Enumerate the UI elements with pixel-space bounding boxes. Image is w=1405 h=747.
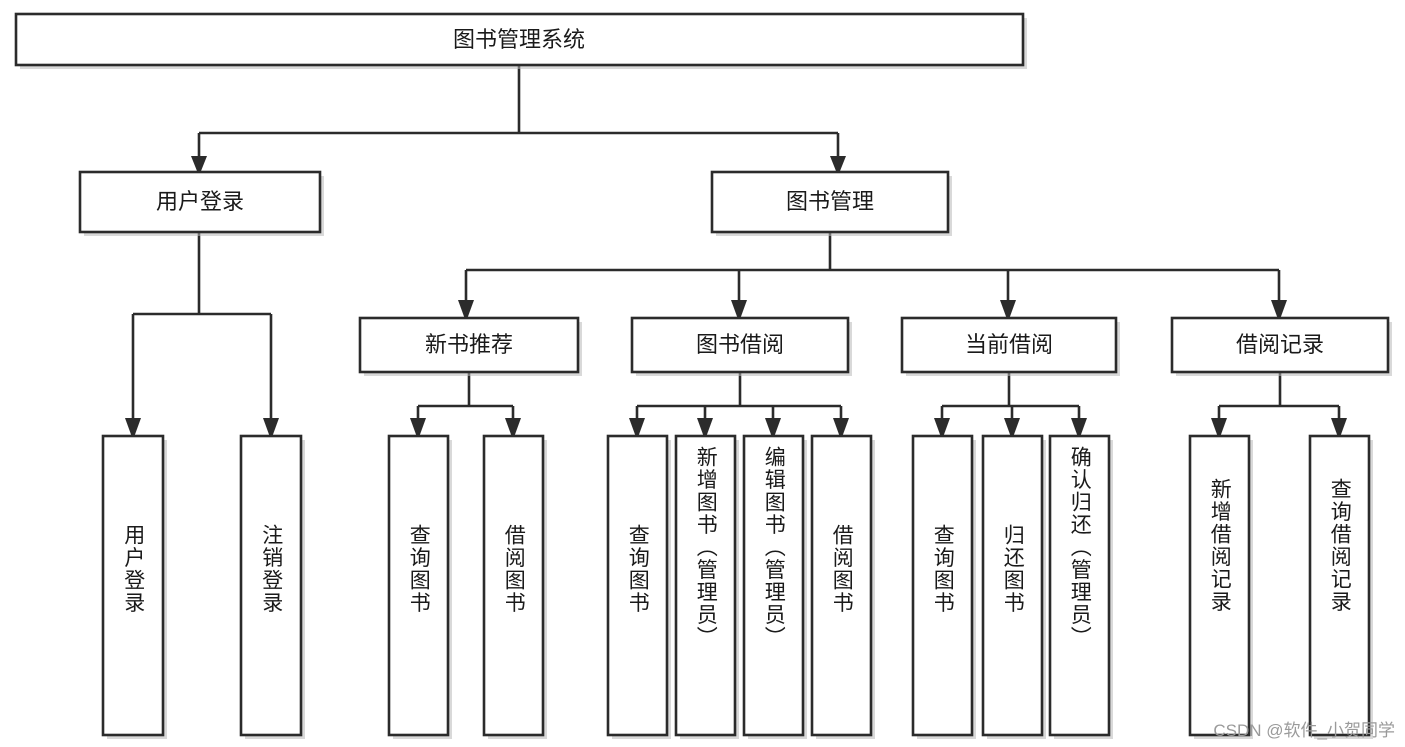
connector-newbooks-to-leaves bbox=[410, 372, 521, 440]
node-book-management[interactable]: 图书管理 bbox=[710, 170, 952, 236]
connector-root-to-level2 bbox=[191, 65, 846, 176]
node-root-label: 图书管理系统 bbox=[453, 27, 585, 52]
leaf-box bbox=[606, 434, 671, 739]
leaf-box bbox=[239, 434, 305, 739]
leaf-box bbox=[1188, 434, 1253, 739]
node-borrow-records[interactable]: 借阅记录 bbox=[1170, 316, 1392, 376]
leaf-box bbox=[674, 434, 739, 739]
node-user-login-label: 用户登录 bbox=[156, 189, 244, 214]
connector-level2-login-to-leaves bbox=[125, 232, 279, 440]
connector-borrow-to-leaves bbox=[629, 372, 849, 440]
leaf-box bbox=[101, 434, 167, 739]
leaf-box bbox=[387, 434, 452, 739]
leaf-box bbox=[482, 434, 547, 739]
connector-level2-books-to-level3 bbox=[458, 232, 1287, 322]
node-book-borrow-label: 图书借阅 bbox=[696, 332, 784, 357]
leaf-box bbox=[1308, 434, 1373, 739]
leaf-box bbox=[911, 434, 976, 739]
leaf-box bbox=[810, 434, 875, 739]
leaf-box-group bbox=[101, 434, 1373, 739]
node-borrow-records-label: 借阅记录 bbox=[1236, 332, 1324, 357]
node-new-book-recommend[interactable]: 新书推荐 bbox=[358, 316, 582, 376]
node-root[interactable]: 图书管理系统 bbox=[14, 12, 1027, 69]
connector-current-to-leaves bbox=[934, 372, 1087, 440]
leaf-box bbox=[742, 434, 807, 739]
node-current-borrow-label: 当前借阅 bbox=[965, 332, 1053, 357]
leaf-box bbox=[1048, 434, 1113, 739]
leaf-box bbox=[981, 434, 1046, 739]
node-book-borrow[interactable]: 图书借阅 bbox=[630, 316, 852, 376]
node-book-management-label: 图书管理 bbox=[786, 189, 874, 214]
node-new-book-recommend-label: 新书推荐 bbox=[425, 332, 513, 357]
node-current-borrow[interactable]: 当前借阅 bbox=[900, 316, 1120, 376]
connector-records-to-leaves bbox=[1211, 372, 1347, 440]
node-user-login[interactable]: 用户登录 bbox=[78, 170, 324, 236]
